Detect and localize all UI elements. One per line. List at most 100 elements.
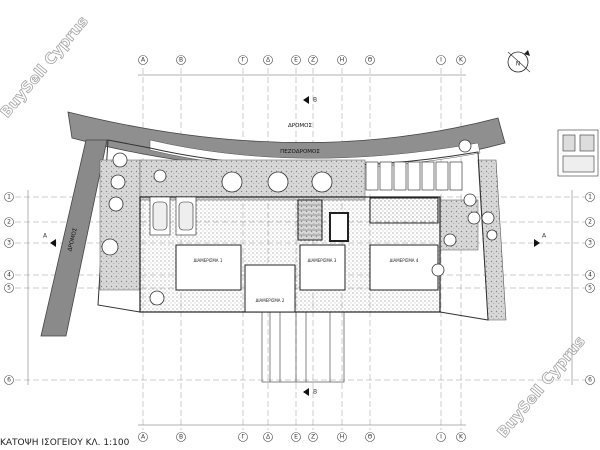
- column-label: Γ: [241, 57, 245, 64]
- row-bubble-left: [4, 375, 14, 385]
- column-label: H: [340, 57, 345, 64]
- tree-icon: [149, 290, 165, 306]
- section-arrow-icon: [50, 239, 56, 247]
- tree-icon: [463, 193, 477, 207]
- column-bubble-bottom: [365, 432, 375, 442]
- stair-treads: [298, 204, 322, 236]
- column-label: E: [294, 57, 298, 64]
- tree-icon: [101, 238, 119, 256]
- tree-icon: [443, 233, 457, 247]
- column-bubble-bottom: [176, 432, 186, 442]
- column-bubble-bottom: [263, 432, 273, 442]
- row-label: 2: [7, 219, 11, 226]
- section-markers: [50, 96, 540, 396]
- row-bubble-left: [4, 283, 14, 293]
- apartment-1: [175, 244, 242, 291]
- parking-stall: [435, 161, 449, 191]
- column-label: H: [340, 434, 345, 441]
- row-label: 6: [7, 377, 11, 384]
- column-label: Δ: [266, 434, 271, 441]
- parking-stall: [365, 161, 379, 191]
- apartment-4: [369, 244, 439, 291]
- column-label: Z: [311, 434, 315, 441]
- elevator-shaft: [329, 212, 349, 242]
- row-label: 1: [7, 194, 11, 201]
- dimension-lines: [27, 74, 573, 426]
- column-bubble-top: [308, 55, 318, 65]
- row-bubble-right: [585, 270, 595, 280]
- section-arrow-icon: [534, 239, 540, 247]
- column-label: Θ: [368, 57, 373, 64]
- column-label: I: [440, 434, 442, 441]
- apartment-3-label: ΔΙΑΜΕΡΙΣΜΑ 3: [308, 258, 337, 263]
- section-a-label: A: [542, 233, 547, 240]
- tree-icon: [467, 211, 481, 225]
- column-label: Θ: [368, 434, 373, 441]
- trees: [101, 139, 498, 306]
- column-bubble-top: [456, 55, 466, 65]
- column-bubble-bottom: [308, 432, 318, 442]
- parking: [149, 196, 197, 236]
- row-bubble-right: [585, 283, 595, 293]
- column-bubble-bottom: [436, 432, 446, 442]
- tree-icon: [110, 174, 126, 190]
- column-label: K: [459, 434, 464, 441]
- row-label: 3: [7, 240, 11, 247]
- column-bubble-top: [291, 55, 301, 65]
- column-bubble-top: [337, 55, 347, 65]
- section-a-label: A: [43, 233, 48, 240]
- column-label: K: [459, 57, 464, 64]
- row-bubble-right: [585, 192, 595, 202]
- tree-icon: [153, 169, 167, 183]
- north-arrow-icon: [507, 50, 531, 73]
- apartment-3: [299, 244, 346, 291]
- side-road-label: ΔΡΟΜΟΣ: [67, 227, 79, 252]
- column-label: Δ: [266, 57, 271, 64]
- sidewalk-label: ΠΕΖΟΔΡΟΜΟΣ: [280, 149, 320, 155]
- tree-icon: [481, 211, 495, 225]
- tree-icon: [267, 171, 289, 193]
- section-b-label: B: [313, 97, 317, 104]
- column-label: Γ: [241, 434, 245, 441]
- apartment-2-label: ΔΙΑΜΕΡΙΣΜΑ 2: [256, 298, 285, 303]
- column-bubble-bottom: [138, 432, 148, 442]
- row-bubble-right: [585, 375, 595, 385]
- column-label: B: [179, 57, 183, 64]
- row-label: 6: [588, 377, 592, 384]
- column-label: A: [141, 57, 146, 64]
- section-arrow-icon: [303, 96, 309, 104]
- column-bubble-top: [176, 55, 186, 65]
- watermark: BuySell Cyprus: [493, 332, 588, 441]
- row-label: 4: [7, 272, 11, 279]
- tree-icon: [486, 229, 498, 241]
- row-label: 4: [588, 272, 592, 279]
- apartment-1-label: ΔΙΑΜΕΡΙΣΜΑ 1: [194, 258, 223, 263]
- key-plan: [557, 129, 599, 177]
- column-label: B: [179, 434, 183, 441]
- rooms: [175, 197, 439, 313]
- road-label: ΔΡΟΜΟΣ: [288, 123, 312, 129]
- parking-stall: [379, 161, 393, 191]
- row-label: 1: [588, 194, 592, 201]
- grid-bubbles: [4, 55, 595, 442]
- column-bubble-top: [238, 55, 248, 65]
- tree-icon: [108, 196, 124, 212]
- row-label: 3: [588, 240, 592, 247]
- parking-stall: [449, 161, 463, 191]
- row-label: 5: [7, 285, 11, 292]
- column-label: I: [440, 57, 442, 64]
- parking-stall: [421, 161, 435, 191]
- north-label: N: [516, 61, 521, 68]
- column-bubble-bottom: [456, 432, 466, 442]
- tree-icon: [112, 152, 128, 168]
- tree-icon: [431, 263, 445, 277]
- tree-icon: [221, 171, 243, 193]
- row-bubble-left: [4, 238, 14, 248]
- row-bubble-right: [585, 217, 595, 227]
- column-bubble-top: [138, 55, 148, 65]
- row-bubble-left: [4, 270, 14, 280]
- watermark: BuySell Cyprus: [0, 12, 92, 121]
- side-road: [40, 139, 108, 337]
- drawing-title: ΚΑΤΟΨΗ ΙΣΟΓΕΙΟΥ ΚΛ. 1:100: [0, 438, 130, 448]
- row-bubble-right: [585, 238, 595, 248]
